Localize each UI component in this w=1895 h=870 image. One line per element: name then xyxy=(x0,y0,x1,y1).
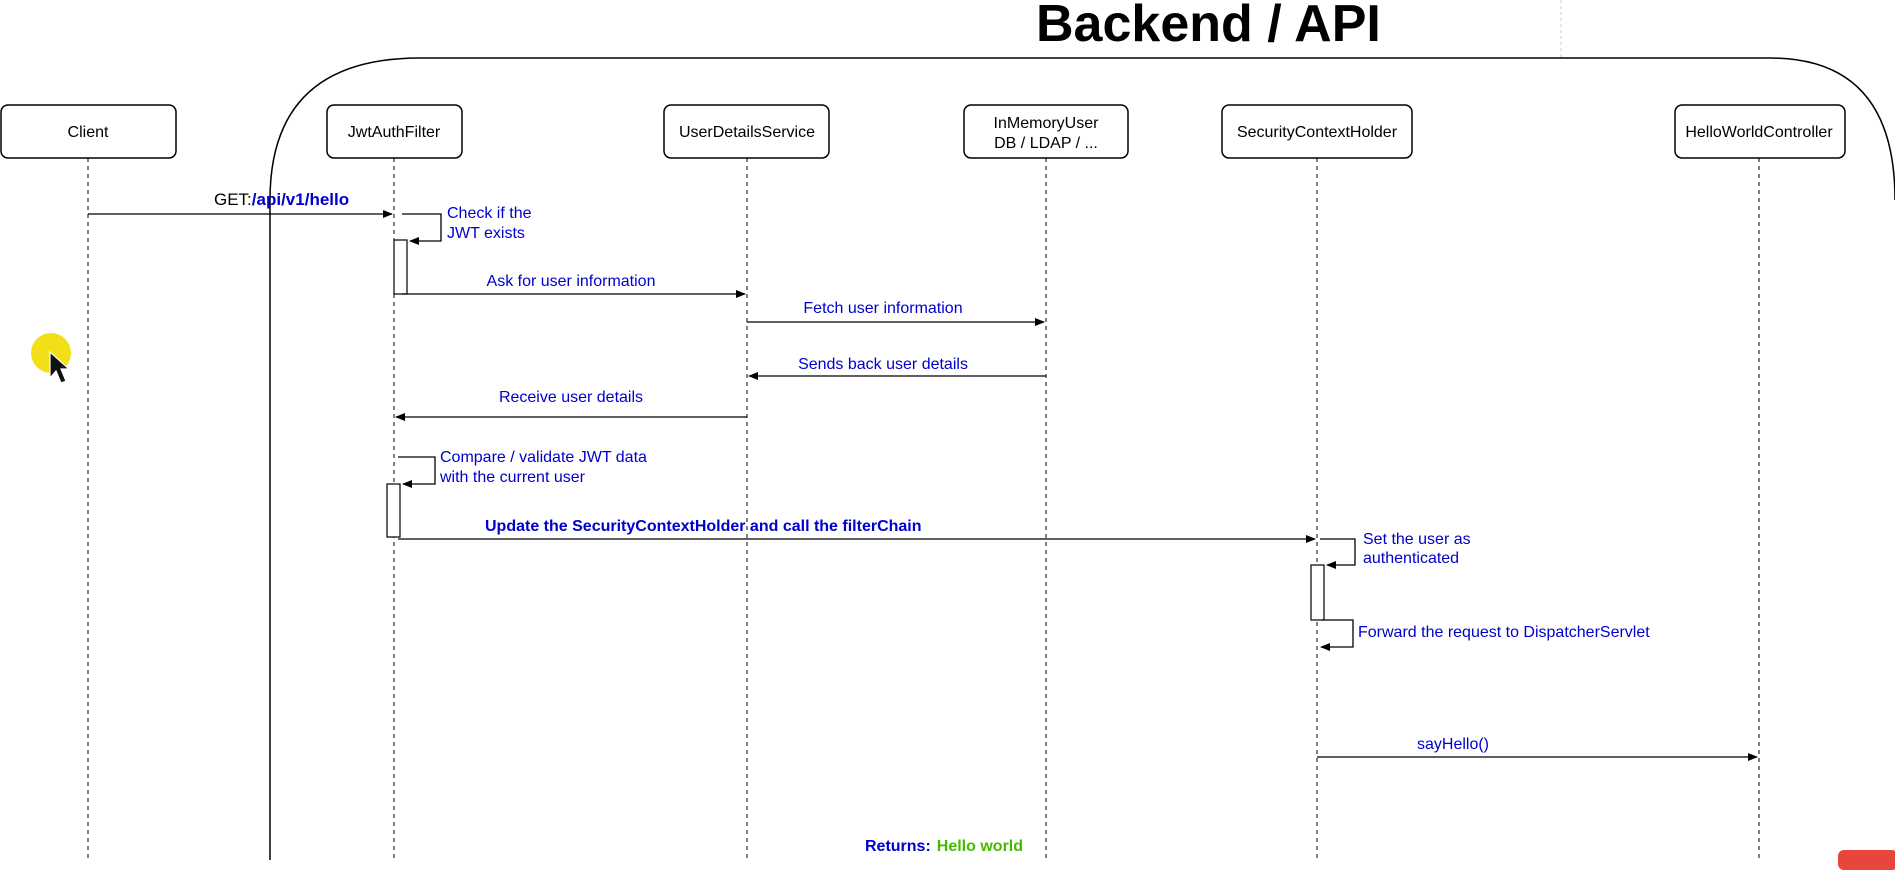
participant-jwt xyxy=(326,104,463,159)
msg-update-label: Update the SecurityContextHolder and cal… xyxy=(485,518,922,535)
msg-check-label-line2: JWT exists xyxy=(447,225,525,242)
record-indicator xyxy=(1838,850,1895,870)
msg-set-self-arrow xyxy=(1320,538,1356,569)
msg-forward-self-arrow xyxy=(1320,619,1354,651)
msg-compare-label-line1: Compare / validate JWT data xyxy=(440,449,647,466)
activation-jwt-1 xyxy=(393,239,408,295)
msg-compare-self-arrow xyxy=(398,456,436,488)
activation-jwt-2 xyxy=(386,483,401,538)
cursor-arrow-icon xyxy=(49,350,71,384)
msg-sayhello-label: sayHello() xyxy=(1417,736,1489,753)
msg-set-label-line1: Set the user as xyxy=(1363,531,1471,548)
participant-inmem xyxy=(963,104,1129,159)
lifelines xyxy=(87,158,1760,860)
participant-client-label: Client xyxy=(68,124,109,141)
msg-check-label-line1: Check if the xyxy=(447,205,532,222)
participant-hwc xyxy=(1674,104,1846,159)
msg-receive-label: Receive user details xyxy=(499,389,643,406)
returns-label: Returns:Hello world xyxy=(865,838,1023,855)
participant-sch-label: SecurityContextHolder xyxy=(1237,124,1398,141)
msg-check-self-arrow xyxy=(402,213,442,245)
msg-forward-label: Forward the request to DispatcherServlet xyxy=(1358,624,1650,641)
participant-client xyxy=(0,104,177,159)
backend-boundary xyxy=(269,57,1895,860)
page-title: Backend / API xyxy=(1036,0,1381,53)
msg-get-label: GET:/api/v1/hello xyxy=(214,190,349,209)
msg-ask-label: Ask for user information xyxy=(487,273,656,290)
msg-compare-label-line2: with the current user xyxy=(439,469,586,486)
msg-fetch-label: Fetch user information xyxy=(803,300,962,317)
participant-uds xyxy=(663,104,830,159)
participant-hwc-label: HelloWorldController xyxy=(1685,124,1833,141)
participant-inmem-label-line2: DB / LDAP / ... xyxy=(994,135,1098,152)
msg-set-label-line2: authenticated xyxy=(1363,550,1459,567)
participant-jwt-label: JwtAuthFilter xyxy=(348,124,441,141)
msg-sends-label: Sends back user details xyxy=(798,356,968,373)
participant-sch xyxy=(1221,104,1413,159)
participant-inmem-label-line1: InMemoryUser xyxy=(994,115,1100,132)
participant-uds-label: UserDetailsService xyxy=(679,124,815,141)
activation-sch xyxy=(1310,564,1325,621)
